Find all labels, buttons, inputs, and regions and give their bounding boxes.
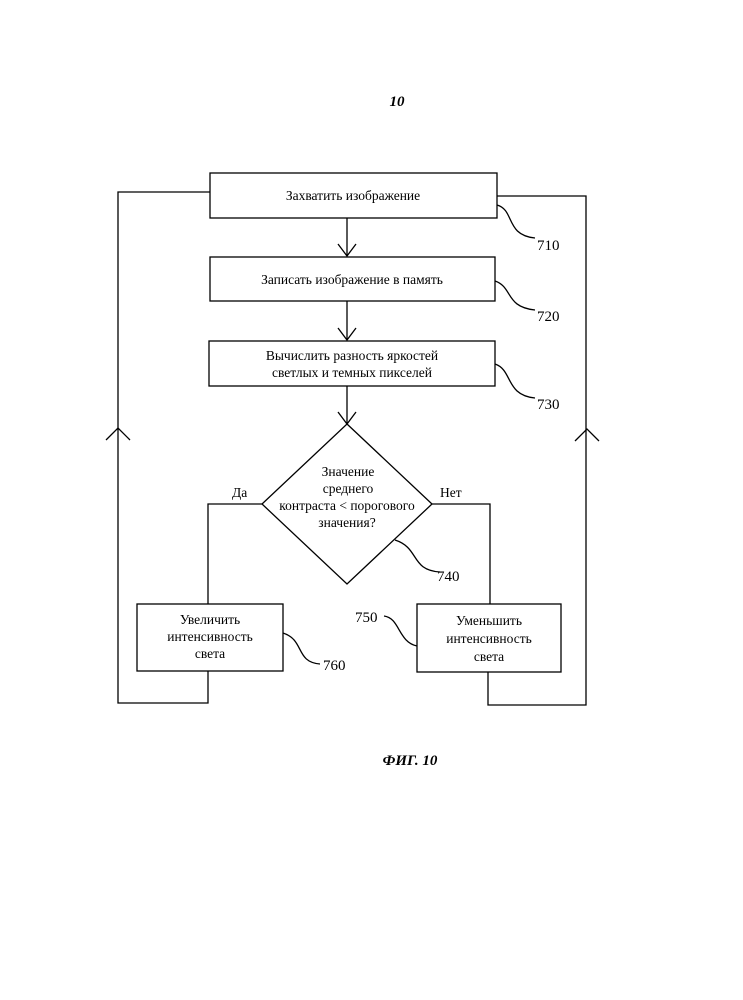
ref-leader-740 bbox=[395, 540, 440, 572]
ref-leader-710 bbox=[497, 205, 535, 238]
ref-760: 760 bbox=[323, 658, 346, 674]
branch-yes-label: Да bbox=[232, 485, 247, 500]
step-increase-line3: света bbox=[195, 646, 225, 661]
ref-720: 720 bbox=[537, 309, 560, 325]
step-decrease-line3: света bbox=[474, 649, 504, 664]
decision-line1: Значение bbox=[322, 464, 375, 479]
ref-leader-730 bbox=[495, 364, 535, 398]
ref-leader-750 bbox=[384, 616, 417, 646]
step-capture-image-label: Захватить изображение bbox=[286, 188, 420, 203]
ref-750: 750 bbox=[355, 610, 378, 626]
step-increase-line2: интенсивность bbox=[167, 629, 253, 644]
step-compute-difference-line2: светлых и темных пикселей bbox=[272, 365, 432, 380]
decision-line2: среднего bbox=[323, 481, 374, 496]
page-number: 10 bbox=[390, 94, 406, 110]
step-increase-line1: Увеличить bbox=[180, 612, 240, 627]
step-compute-difference-line1: Вычислить разность яркостей bbox=[266, 348, 438, 363]
ref-730: 730 bbox=[537, 397, 560, 413]
ref-710: 710 bbox=[537, 238, 560, 254]
ref-leader-720 bbox=[495, 281, 535, 310]
figure-caption: ФИГ. 10 bbox=[383, 753, 438, 769]
step-decrease-line2: интенсивность bbox=[446, 631, 532, 646]
decision-line3: контраста < порогового bbox=[279, 498, 415, 513]
branch-no-line bbox=[432, 504, 490, 604]
right-feedback-arrow-icon bbox=[575, 429, 599, 441]
decision-line4: значения? bbox=[318, 515, 375, 530]
step-store-image-label: Записать изображение в память bbox=[261, 272, 443, 287]
ref-740: 740 bbox=[437, 569, 460, 585]
branch-no-label: Нет bbox=[440, 485, 462, 500]
ref-leader-760 bbox=[283, 633, 320, 664]
step-decrease-line1: Уменьшить bbox=[456, 613, 522, 628]
branch-yes-line bbox=[208, 504, 262, 604]
